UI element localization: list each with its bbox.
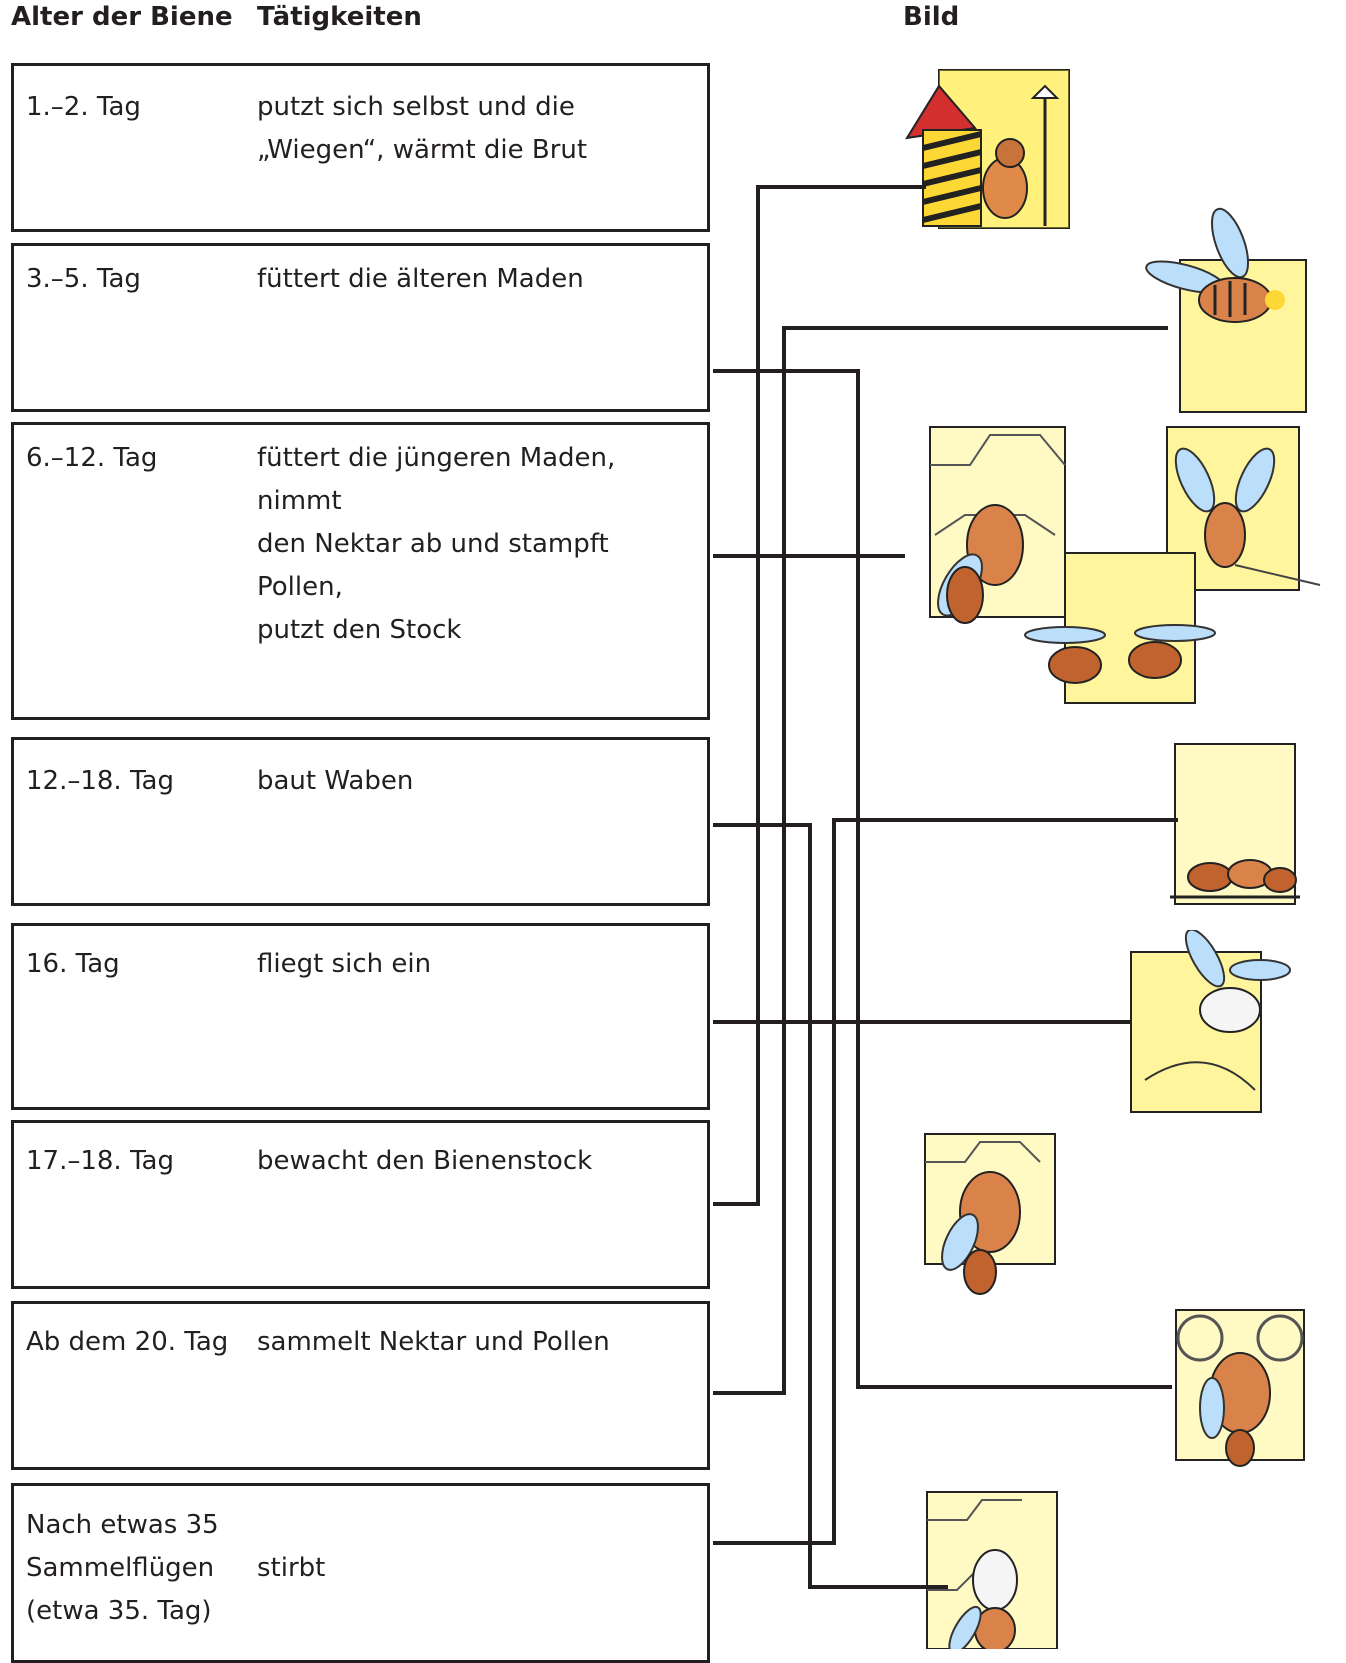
bee-in-honeycomb-illustration (924, 1133, 1056, 1295)
activity-cell: baut Waben (257, 766, 414, 796)
line-row3-to-wax-bee (713, 823, 948, 1589)
flying-bee-illustration (1145, 207, 1307, 413)
wax-building-bee-illustration (926, 1491, 1058, 1649)
age-cell: 12.–18. Tag (26, 766, 174, 796)
cleaning-bees-illustration (929, 426, 1321, 704)
header-age: Alter der Biene (11, 2, 233, 32)
table-row: 12.–18. Tag baut Waben (11, 737, 710, 906)
age-cell: 16. Tag (26, 949, 120, 979)
header-picture: Bild (903, 2, 960, 32)
orientation-flight-illustration (1130, 930, 1291, 1113)
activity-cell: bewacht den Bienenstock (257, 1146, 593, 1176)
table-row: 3.–5. Tag füttert die älteren Maden (11, 243, 710, 412)
activity-cell: fliegt sich ein (257, 949, 432, 979)
table-row: 17.–18. Tag bewacht den Bienenstock (11, 1120, 710, 1289)
table-row: 1.–2. Tag putzt sich selbst und die„Wieg… (11, 63, 710, 232)
age-cell: Ab dem 20. Tag (26, 1327, 229, 1357)
line-row1-to-nurse-bee (713, 369, 1172, 1389)
age-cell: 3.–5. Tag (26, 264, 141, 294)
activity-cell: füttert die älteren Maden (257, 264, 584, 294)
line-row6-to-flying-bee (713, 326, 1168, 1395)
line-row5-to-guard (713, 185, 926, 1206)
dead-bees-illustration (1170, 743, 1300, 905)
age-cell: 17.–18. Tag (26, 1146, 174, 1176)
activity-cell: putzt sich selbst und die„Wiegen“, wärmt… (257, 92, 588, 165)
table-row: Ab dem 20. Tag sammelt Nektar und Pollen (11, 1301, 710, 1470)
header-activity: Tätigkeiten (257, 2, 422, 32)
line-row7-to-dead-bees (713, 818, 1178, 1545)
table-row: 6.–12. Tag füttert die jüngeren Maden, n… (11, 422, 710, 720)
activity-cell: sammelt Nektar und Pollen (257, 1327, 610, 1357)
guard-bee-illustration (905, 69, 1070, 229)
activity-cell: stirbt (257, 1553, 326, 1583)
age-cell: 6.–12. Tag (26, 443, 158, 473)
nurse-bee-illustration (1175, 1309, 1305, 1467)
table-row: 16. Tag fliegt sich ein (11, 923, 710, 1110)
age-cell: 1.–2. Tag (26, 92, 141, 122)
